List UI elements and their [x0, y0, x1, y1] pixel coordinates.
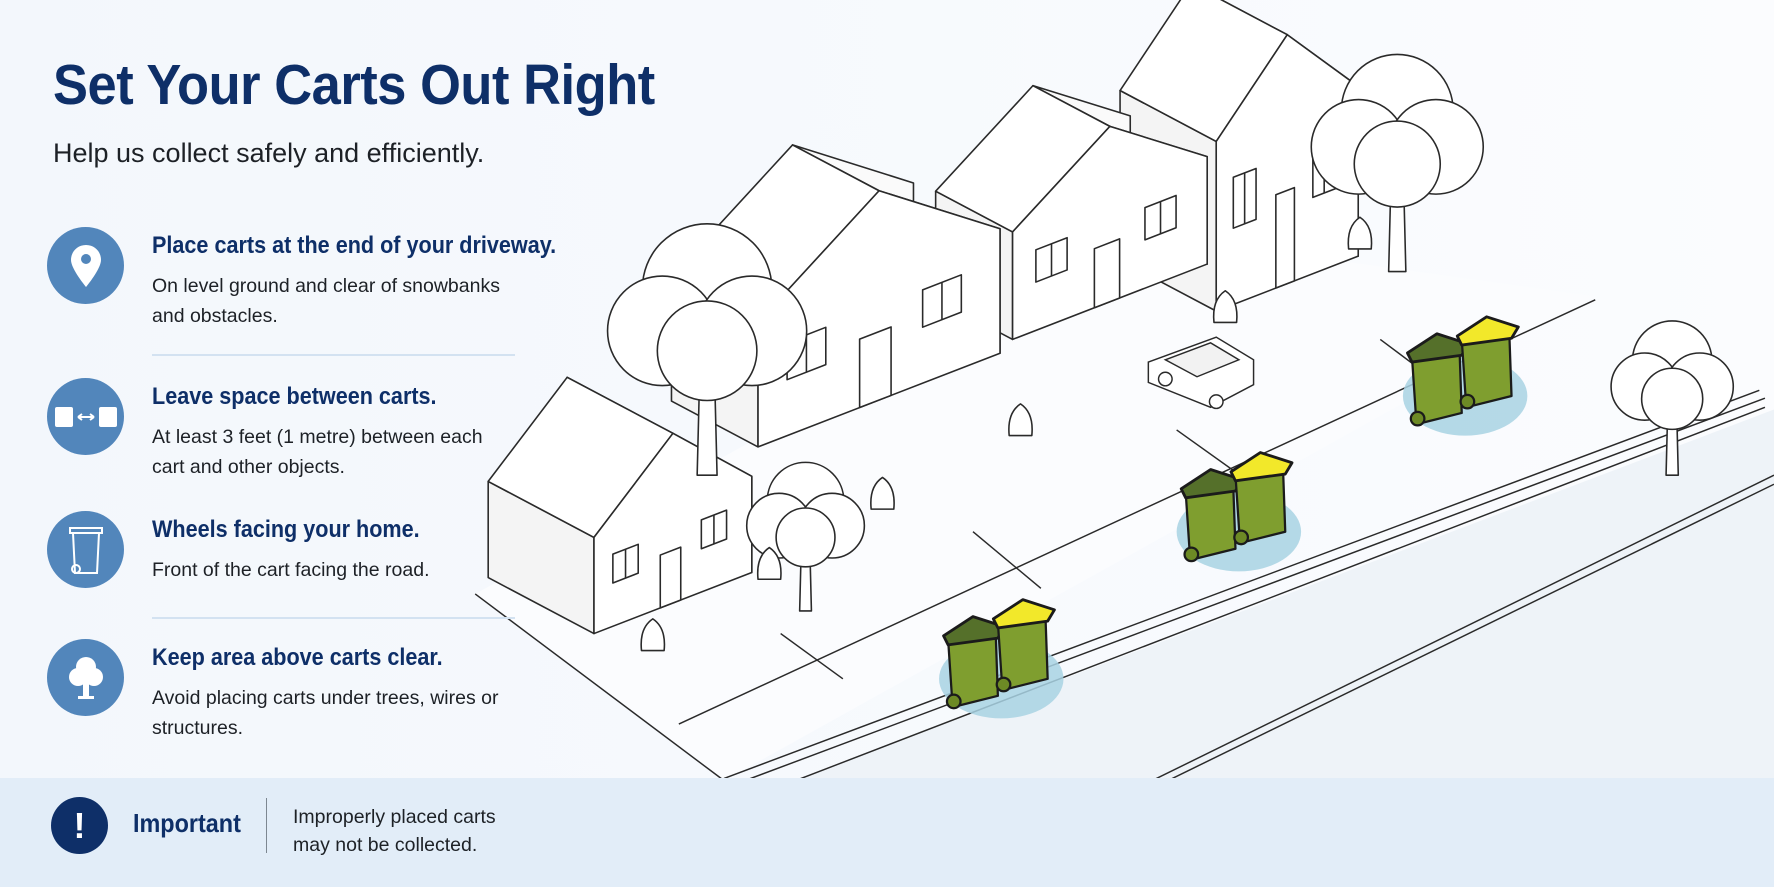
- house-door: [1275, 186, 1296, 289]
- tree-canopy: [656, 300, 758, 402]
- tree: [745, 461, 866, 612]
- parked-car: [1147, 336, 1255, 410]
- house-door: [659, 546, 682, 609]
- cart-pair: [939, 598, 1064, 719]
- bush: [640, 618, 666, 652]
- bush-shape: [756, 546, 782, 581]
- house-door: [858, 326, 892, 409]
- cart-wheel: [995, 676, 1012, 693]
- tree-canopy: [1640, 367, 1704, 431]
- tip-body: Avoid placing carts under trees, wires o…: [152, 687, 499, 739]
- divider: [152, 617, 515, 619]
- garbage-cart: [1406, 332, 1470, 427]
- cart-lid: [1229, 451, 1294, 483]
- cart-pair: [1176, 451, 1302, 572]
- bush: [870, 476, 895, 510]
- page-subtitle: Help us collect safely and efficiently.: [53, 138, 485, 168]
- bush: [1008, 403, 1033, 437]
- tip-body: Front of the cart facing the road.: [152, 559, 430, 581]
- exclamation-icon: !: [51, 797, 108, 854]
- garbage-cart: [1229, 451, 1294, 546]
- garbage-cart: [1179, 468, 1244, 563]
- page-title: Set Your Carts Out Right: [53, 53, 655, 117]
- bush-shape: [870, 476, 895, 510]
- cart-pair: [1402, 315, 1528, 436]
- tip-body: At least 3 feet (1 metre) between each c…: [152, 426, 483, 478]
- cart-wheel: [1233, 529, 1250, 546]
- important-notice-band: [0, 778, 1774, 887]
- bush-shape: [1347, 216, 1373, 250]
- divider: [152, 354, 515, 356]
- tree-canopy: [1353, 120, 1442, 208]
- bush-shape: [640, 618, 666, 652]
- cart-lid: [991, 598, 1056, 630]
- house-front-wall: [1215, 33, 1360, 312]
- lot-surface: [475, 231, 1596, 781]
- house: [934, 84, 1208, 341]
- bush-shape: [1212, 289, 1238, 324]
- street-ground: [474, 231, 1774, 887]
- house: [487, 376, 753, 635]
- tree: [1310, 53, 1485, 273]
- spacing-arrows-icon: [47, 378, 124, 455]
- tree: [606, 222, 808, 476]
- bush: [1347, 216, 1373, 250]
- house-door: [1093, 238, 1121, 309]
- cart-icon: [47, 511, 124, 588]
- tree: [1610, 320, 1735, 476]
- bush: [756, 546, 782, 581]
- map-pin-icon: [47, 227, 124, 304]
- divider: [266, 798, 267, 853]
- tip-body: On level ground and clear of snowbanks a…: [152, 275, 500, 327]
- road-surface: [780, 409, 1774, 887]
- important-text: Improperly placed carts may not be colle…: [293, 806, 496, 856]
- garbage-cart: [991, 598, 1056, 693]
- tree-icon: [47, 639, 124, 716]
- bush-shape: [1008, 403, 1033, 437]
- houses: [487, 0, 1360, 635]
- cart-wheel: [1183, 546, 1200, 563]
- garbage-cart: [942, 615, 1007, 710]
- tip-heading: Leave space between carts.: [152, 383, 437, 410]
- cart-wheel: [945, 693, 962, 710]
- tip-heading: Wheels facing your home.: [152, 516, 420, 543]
- cart-wheel: [1459, 393, 1476, 410]
- cart-wheel: [1409, 410, 1426, 427]
- tip-heading: Place carts at the end of your driveway.: [152, 232, 557, 259]
- tree-canopy: [775, 507, 836, 568]
- house-front-wall: [1011, 125, 1208, 341]
- tip-heading: Keep area above carts clear.: [152, 644, 443, 671]
- bush: [1212, 289, 1238, 324]
- carts: [939, 315, 1528, 719]
- cart-lid: [1455, 315, 1520, 347]
- trees: [606, 53, 1735, 652]
- important-label: Important: [133, 808, 241, 838]
- garbage-cart: [1455, 315, 1520, 410]
